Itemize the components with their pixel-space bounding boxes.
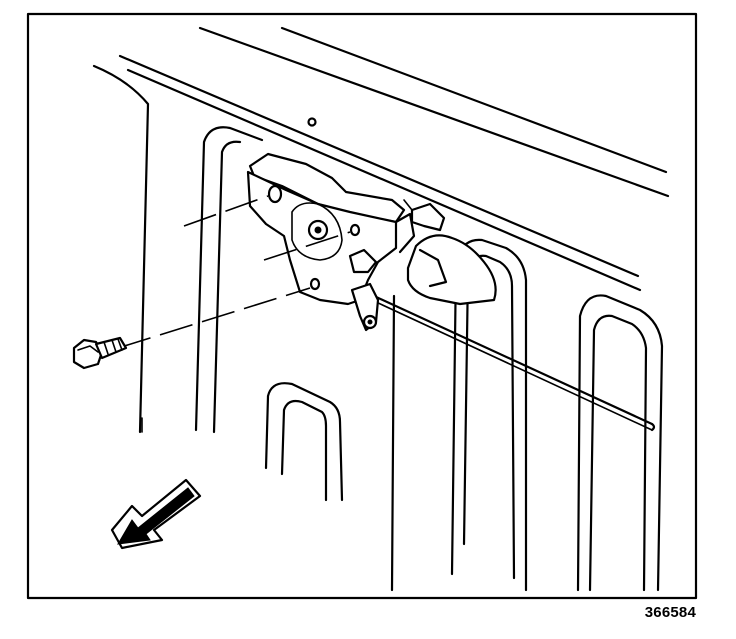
alignment-lines [117,195,351,349]
body-edge-lines [118,26,670,292]
figure-border [26,12,698,600]
figure-reference-number: 366584 [644,604,696,621]
direction-arrow [110,478,202,550]
striker [403,199,497,306]
bolt [72,336,128,370]
latch-rod [372,294,656,432]
latch-assembly [246,152,416,332]
